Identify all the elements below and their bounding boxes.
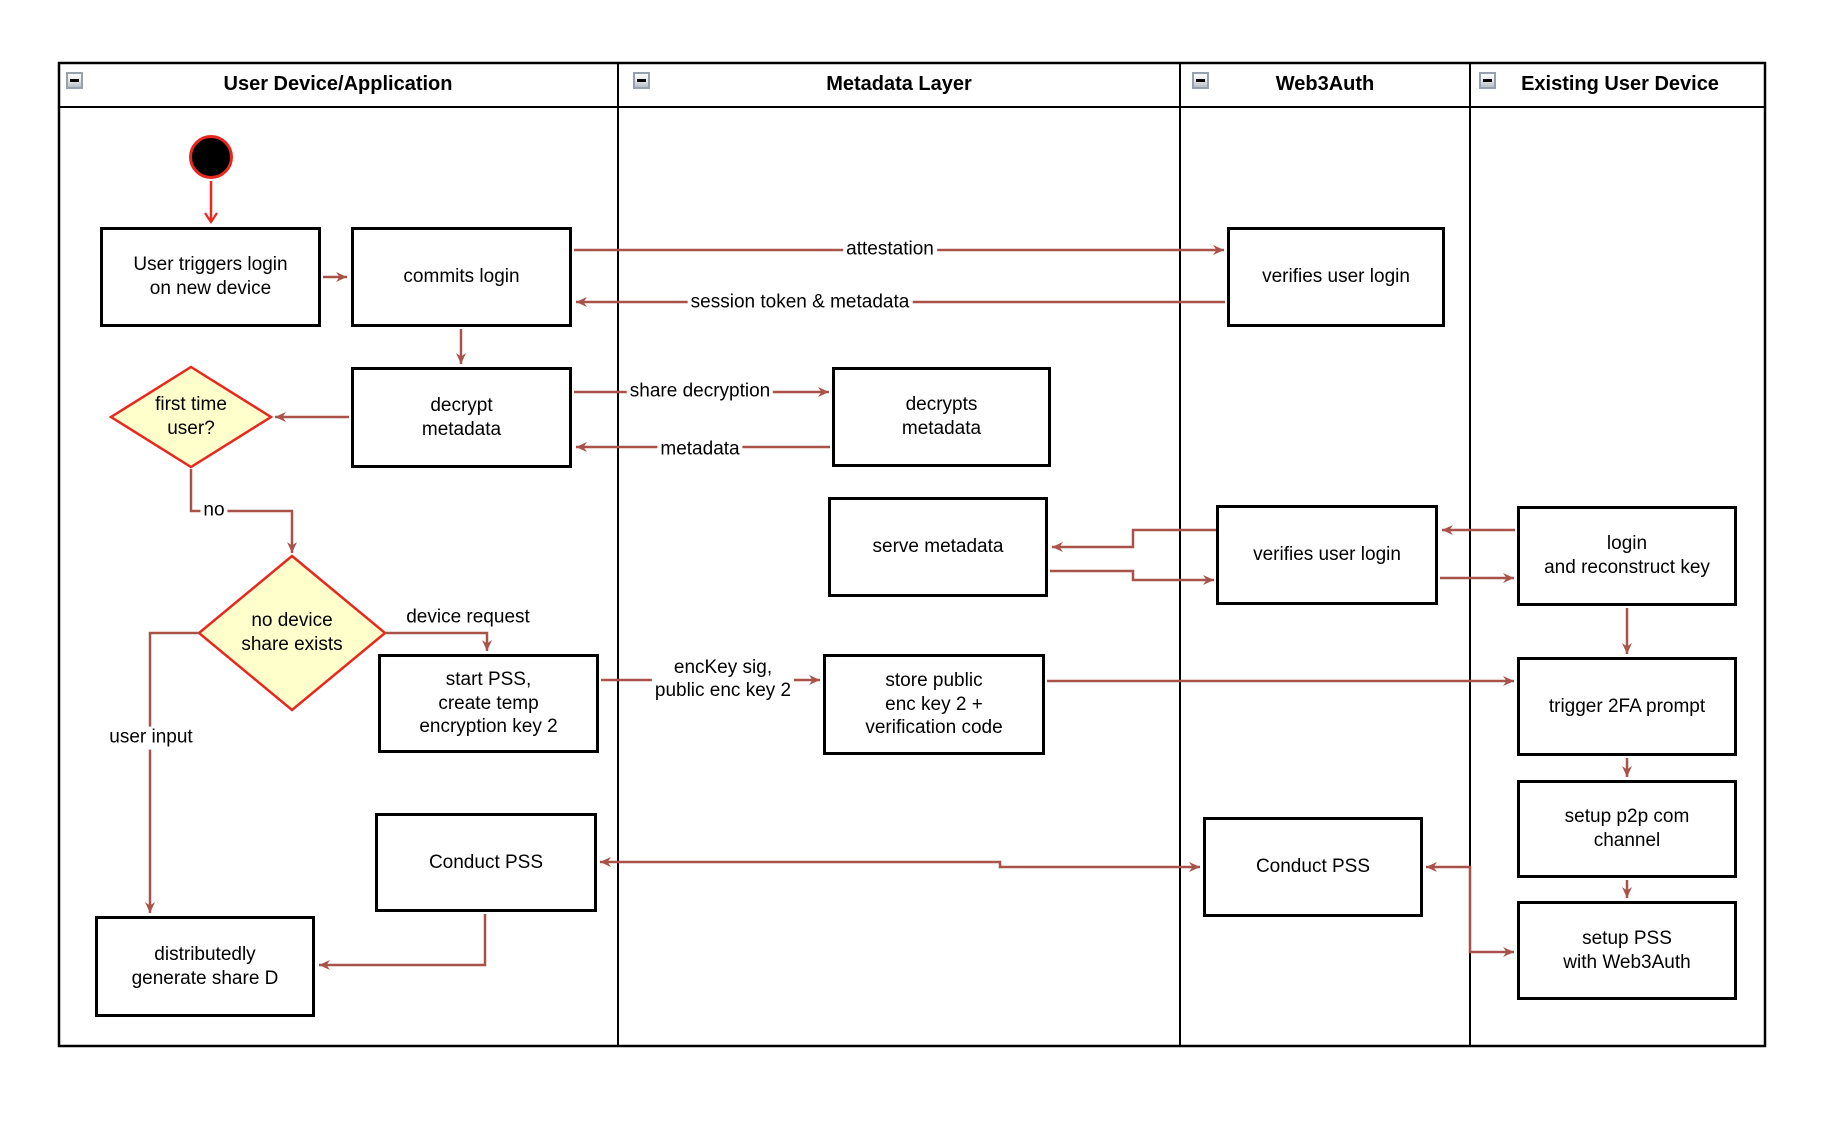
lane-header-existing-device: Existing User Device: [1521, 73, 1719, 95]
edge-label-device-request: device request: [403, 606, 533, 630]
collapse-icon[interactable]: [1192, 72, 1209, 89]
node-commits-login[interactable]: commits login: [351, 227, 572, 327]
node-login-reconstruct-key[interactable]: login and reconstruct key: [1517, 506, 1737, 606]
decision-label-no-device-share: no device share exists: [241, 610, 343, 655]
node-conduct-pss-user[interactable]: Conduct PSS: [375, 813, 597, 912]
node-setup-p2p[interactable]: setup p2p com channel: [1517, 780, 1737, 878]
edge-label-attestation: attestation: [843, 238, 937, 262]
minus-icon: [1483, 79, 1492, 82]
edge-conduct-to-distrib: [319, 914, 487, 970]
node-store-public-key[interactable]: store public enc key 2 + verification co…: [823, 654, 1045, 755]
node-start-pss[interactable]: start PSS, create temp encryption key 2: [378, 654, 599, 753]
edge-label-no: no: [200, 499, 228, 523]
edge-no-branch: [189, 469, 297, 553]
edge-device-request: [385, 631, 492, 651]
node-verifies-user-login-1[interactable]: verifies user login: [1227, 227, 1445, 327]
edge-label-share-decryption: share decryption: [626, 380, 774, 404]
edge-setuppss-conductpss: [1426, 862, 1514, 957]
edge-label-enckey: encKey sig, public enc key 2: [651, 657, 795, 703]
node-user-triggers-login[interactable]: User triggers login on new device: [100, 227, 321, 327]
minus-icon: [637, 79, 646, 82]
node-serve-metadata[interactable]: serve metadata: [828, 497, 1048, 597]
edge-label-user-input: user input: [106, 726, 196, 750]
minus-icon: [70, 79, 79, 82]
decision-no-device-share[interactable]: [197, 554, 387, 712]
lane-header-web3auth: Web3Auth: [1275, 73, 1375, 95]
lane-header-metadata-layer: Metadata Layer: [826, 73, 972, 95]
node-distributedly-generate[interactable]: distributedly generate share D: [95, 916, 315, 1017]
edge-conductpss-bridge: [600, 857, 1200, 872]
initial-node[interactable]: [189, 135, 233, 179]
edge-serve-to-verifies: [1050, 569, 1214, 585]
edge-verifies-to-serve: [1052, 528, 1216, 552]
minus-icon: [1196, 79, 1205, 82]
lane-header-user-device: User Device/Application: [223, 73, 453, 95]
collapse-icon[interactable]: [66, 72, 83, 89]
node-conduct-pss-w3a[interactable]: Conduct PSS: [1203, 817, 1423, 917]
pool-border: [57, 61, 1767, 1048]
collapse-icon[interactable]: [1479, 72, 1496, 89]
edge-user-input: [145, 631, 199, 913]
collapse-icon[interactable]: [633, 72, 650, 89]
node-setup-pss[interactable]: setup PSS with Web3Auth: [1517, 901, 1737, 1000]
node-decrypts-metadata[interactable]: decrypts metadata: [832, 367, 1051, 467]
node-trigger-2fa[interactable]: trigger 2FA prompt: [1517, 657, 1737, 756]
node-verifies-user-login-2[interactable]: verifies user login: [1216, 505, 1438, 605]
decision-first-time-user[interactable]: [108, 365, 274, 469]
edge-label-session-token: session token & metadata: [687, 291, 913, 315]
node-decrypt-metadata[interactable]: decrypt metadata: [351, 367, 572, 468]
decision-label-first-time-user: first time user?: [155, 394, 227, 439]
edge-label-metadata: metadata: [657, 438, 743, 462]
